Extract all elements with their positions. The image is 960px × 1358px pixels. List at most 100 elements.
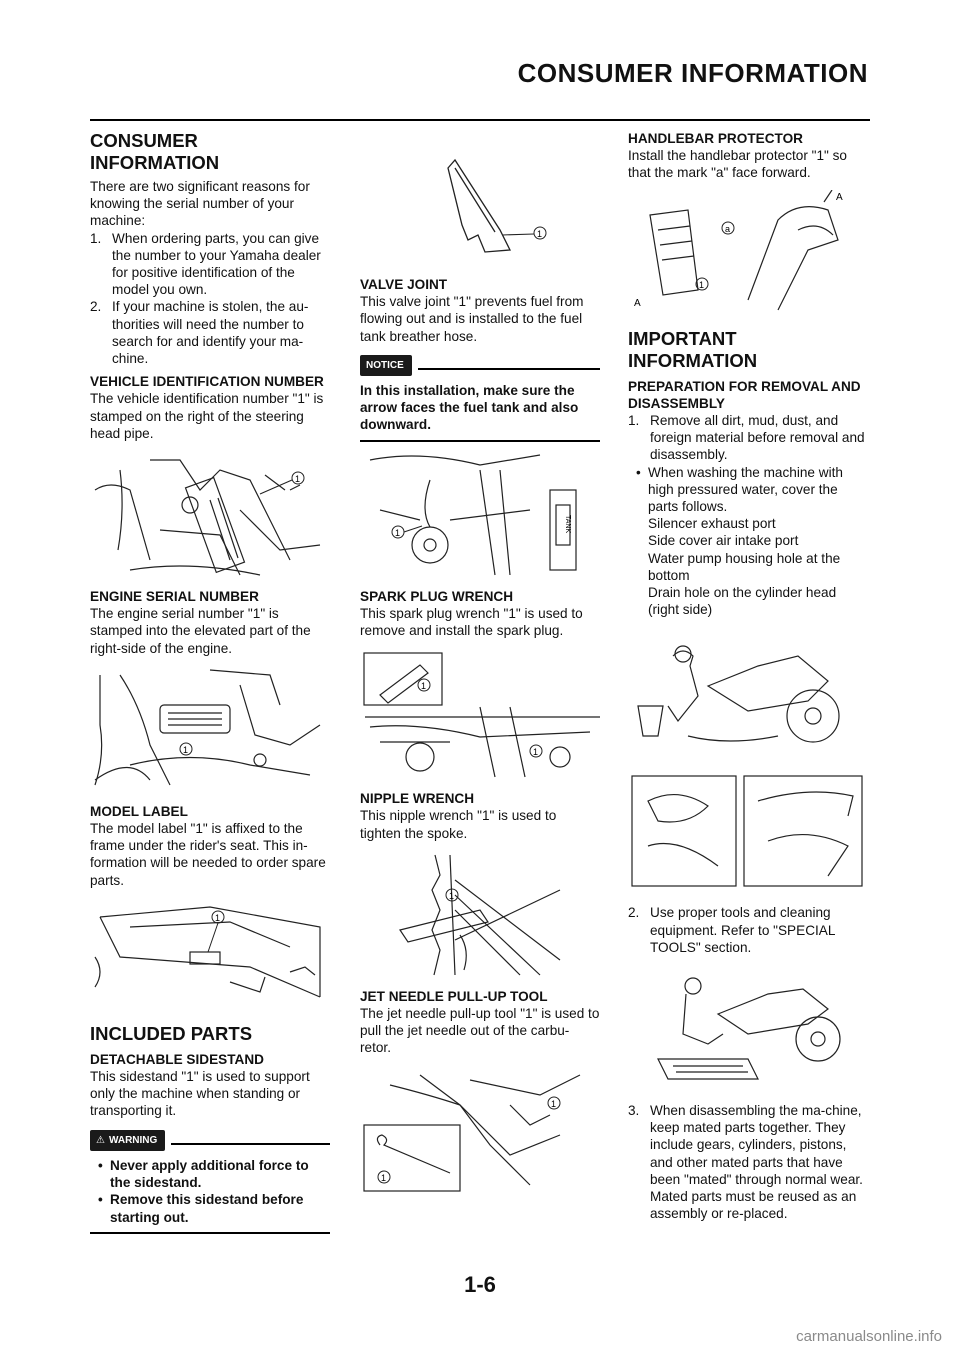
column-left: CONSUMER INFORMATION There are two signi…: [90, 130, 330, 1234]
vin-heading: VEHICLE IDENTIFICATION NUMBER: [90, 374, 324, 390]
svg-text:1: 1: [183, 745, 188, 755]
list-number: 2.: [628, 905, 640, 921]
list-number: 1.: [90, 230, 102, 246]
svg-text:1: 1: [421, 681, 426, 691]
list-text: If your machine is stolen, the au-thorit…: [112, 299, 309, 367]
washing-illustration: [628, 626, 868, 896]
handlebar-protector-text: Install the handlebar protector "1" so t…: [628, 148, 847, 181]
list-text: When disassembling the ma-chine, keep ma…: [650, 1103, 863, 1222]
svg-text:1: 1: [215, 913, 220, 923]
tools-illustration: [628, 964, 868, 1094]
consumer-intro: There are two significant reasons for kn…: [90, 179, 310, 229]
svg-text:1: 1: [449, 891, 454, 901]
svg-text:1: 1: [295, 474, 300, 484]
watermark: carmanualsonline.info: [796, 1328, 942, 1345]
list-text: When ordering parts, you can give the nu…: [112, 230, 321, 298]
reasons-list: 1. When ordering parts, you can give the…: [90, 230, 330, 368]
list-text: Remove all dirt, mud, dust, and foreign …: [650, 413, 865, 463]
valve-joint-text: This valve joint "1" prevents fuel from …: [360, 294, 584, 344]
jet-needle-tool-heading: JET NEEDLE PULL-UP TOOL: [360, 988, 548, 1004]
svg-text:a: a: [725, 224, 730, 234]
warning-rule: [171, 1143, 330, 1146]
list-item: 1. Remove all dirt, mud, dust, and forei…: [628, 412, 868, 464]
callout-1: 1: [207, 910, 225, 953]
warning-triangle-icon: ⚠: [96, 1134, 105, 1146]
list-text: Use proper tools and cleaning equipment.…: [650, 905, 835, 955]
warning-text: Remove this sidestand before starting ou…: [110, 1192, 304, 1225]
list-item: Water pump housing hole at the bottom: [648, 550, 841, 583]
spark-plug-wrench-text: This spark plug wrench "1" is used to re…: [360, 605, 583, 639]
list-item: 2. If your machine is stolen, the au-tho…: [90, 298, 330, 367]
list-item: Side cover air intake port: [648, 533, 799, 549]
preparation-heading: PREPARATION FOR REMOVAL AND DISASSEMBLY: [628, 378, 861, 411]
callout-1: 1: [445, 888, 459, 902]
callout-A: A: [634, 298, 641, 309]
sidestand-heading: DETACHABLE SIDESTAND: [90, 1051, 264, 1067]
callout-1: 1: [377, 1170, 391, 1184]
column-middle: 1 VALVE JOINT This valve joint "1" preve…: [360, 130, 600, 1203]
model-label-illustration: 1: [90, 897, 330, 1015]
callout-1: 1: [417, 678, 431, 692]
model-label-heading: MODEL LABEL: [90, 803, 188, 819]
callout-1: 1: [391, 525, 423, 539]
svg-text:1: 1: [381, 1173, 386, 1183]
nipple-wrench-heading: NIPPLE WRENCH: [360, 791, 475, 807]
list-item: 2. Use proper tools and cleaning equipme…: [628, 904, 868, 956]
vin-text: The vehicle identification number "1" is…: [90, 391, 324, 441]
callout-1: 1: [547, 1096, 561, 1110]
list-item: Drain hole on the cylinder head (right s…: [648, 585, 837, 618]
list-item: Silencer exhaust port: [648, 516, 776, 532]
consumer-information-heading: CONSUMER INFORMATION: [90, 130, 220, 173]
callout-1: 1: [179, 742, 193, 756]
svg-text:1: 1: [395, 528, 400, 538]
list-item: 3. When disassembling the ma-chine, keep…: [628, 1102, 868, 1222]
list-item: 1. When ordering parts, you can give the…: [90, 230, 330, 299]
notice-header: NOTICE: [360, 354, 600, 377]
engine-serial-heading: ENGINE SERIAL NUMBER: [90, 589, 259, 605]
callout-1: 1: [259, 471, 305, 495]
header-rule: [90, 119, 870, 121]
tank-tag: TANK: [564, 515, 571, 533]
svg-text:1: 1: [537, 229, 542, 239]
svg-text:1: 1: [551, 1099, 556, 1109]
notice-rule: [417, 368, 600, 371]
handlebar-protector-heading: HANDLEBAR PROTECTOR: [628, 131, 803, 146]
warning-text: Never apply additional force to the side…: [110, 1157, 309, 1191]
page-number: 1-6: [464, 1272, 496, 1297]
wash-parts-list: Silencer exhaust port Side cover air int…: [628, 515, 868, 618]
engine-serial-illustration: 1: [90, 665, 330, 795]
column-right: HANDLEBAR PROTECTOR Install the handleba…: [628, 130, 868, 1222]
list-number: 1.: [628, 413, 640, 429]
warning-header: ⚠ WARNING: [90, 1129, 330, 1151]
valve-joint-heading: VALVE JOINT: [360, 277, 448, 292]
notice-badge: NOTICE: [360, 354, 412, 377]
callout-1: 1: [501, 226, 547, 240]
callout-A: A: [836, 192, 843, 203]
list-item: •Remove this sidestand before starting o…: [90, 1191, 330, 1225]
wash-bullet-text: When washing the machine with high press…: [648, 464, 843, 515]
notice-text: In this installation, make sure the arro…: [360, 382, 600, 442]
spark-plug-wrench-illustration: 1 1: [360, 647, 600, 782]
jet-needle-tool-illustration: 1 1: [360, 1065, 600, 1195]
list-number: 2.: [90, 299, 102, 315]
sidestand-text: This sidestand "1" is used to support on…: [90, 1069, 310, 1119]
callout-1: 1: [529, 744, 543, 758]
callout-a: a: [721, 221, 735, 235]
handlebar-protector-illustration: 1 a A A: [628, 189, 868, 320]
included-parts-heading: INCLUDED PARTS: [90, 1022, 253, 1044]
warning-badge: ⚠ WARNING: [90, 1129, 166, 1151]
jet-needle-tool-text: The jet needle pull-up tool "1" is used …: [360, 1006, 600, 1056]
engine-serial-text: The engine serial number "1" is stamped …: [90, 606, 311, 656]
callout-1: 1: [695, 277, 709, 291]
list-item: • When washing the machine with high pre…: [628, 464, 868, 516]
page-header: CONSUMER INFORMATION: [517, 58, 868, 88]
sidestand-illustration: 1: [360, 140, 600, 270]
list-number: 3.: [628, 1103, 640, 1119]
valve-joint-illustration: TANK 1: [360, 450, 600, 580]
warning-label: WARNING: [108, 1134, 158, 1146]
model-label-text: The model label "1" is affixed to the fr…: [90, 821, 326, 888]
vin-illustration: 1: [90, 450, 330, 580]
list-item: •Never apply additional force to the sid…: [90, 1157, 330, 1191]
nipple-wrench-text: This nipple wrench "1" is used to tighte…: [360, 808, 557, 841]
important-information-heading: IMPORTANT INFORMATION: [628, 327, 758, 371]
